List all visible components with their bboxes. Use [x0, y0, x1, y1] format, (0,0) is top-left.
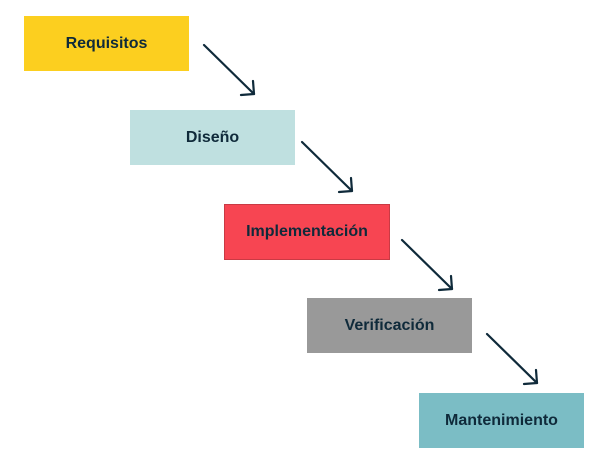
- stage-implementacion: Implementación: [224, 204, 390, 260]
- stage-label: Verificación: [344, 316, 435, 334]
- stage-requisitos: Requisitos: [24, 16, 189, 71]
- arrow-implementacion-to-verificacion: [400, 238, 454, 292]
- arrow-diseno-to-implementacion: [300, 140, 354, 194]
- stage-diseno: Diseño: [130, 110, 295, 165]
- stage-mantenimiento: Mantenimiento: [419, 393, 584, 448]
- stage-verificacion: Verificación: [307, 298, 472, 353]
- stage-label: Mantenimiento: [445, 411, 558, 429]
- stage-label: Requisitos: [65, 34, 148, 52]
- arrow-requisitos-to-diseno: [202, 43, 256, 97]
- stage-label: Implementación: [246, 223, 368, 240]
- stage-label: Diseño: [185, 128, 240, 146]
- arrow-verificacion-to-mantenimiento: [485, 332, 539, 386]
